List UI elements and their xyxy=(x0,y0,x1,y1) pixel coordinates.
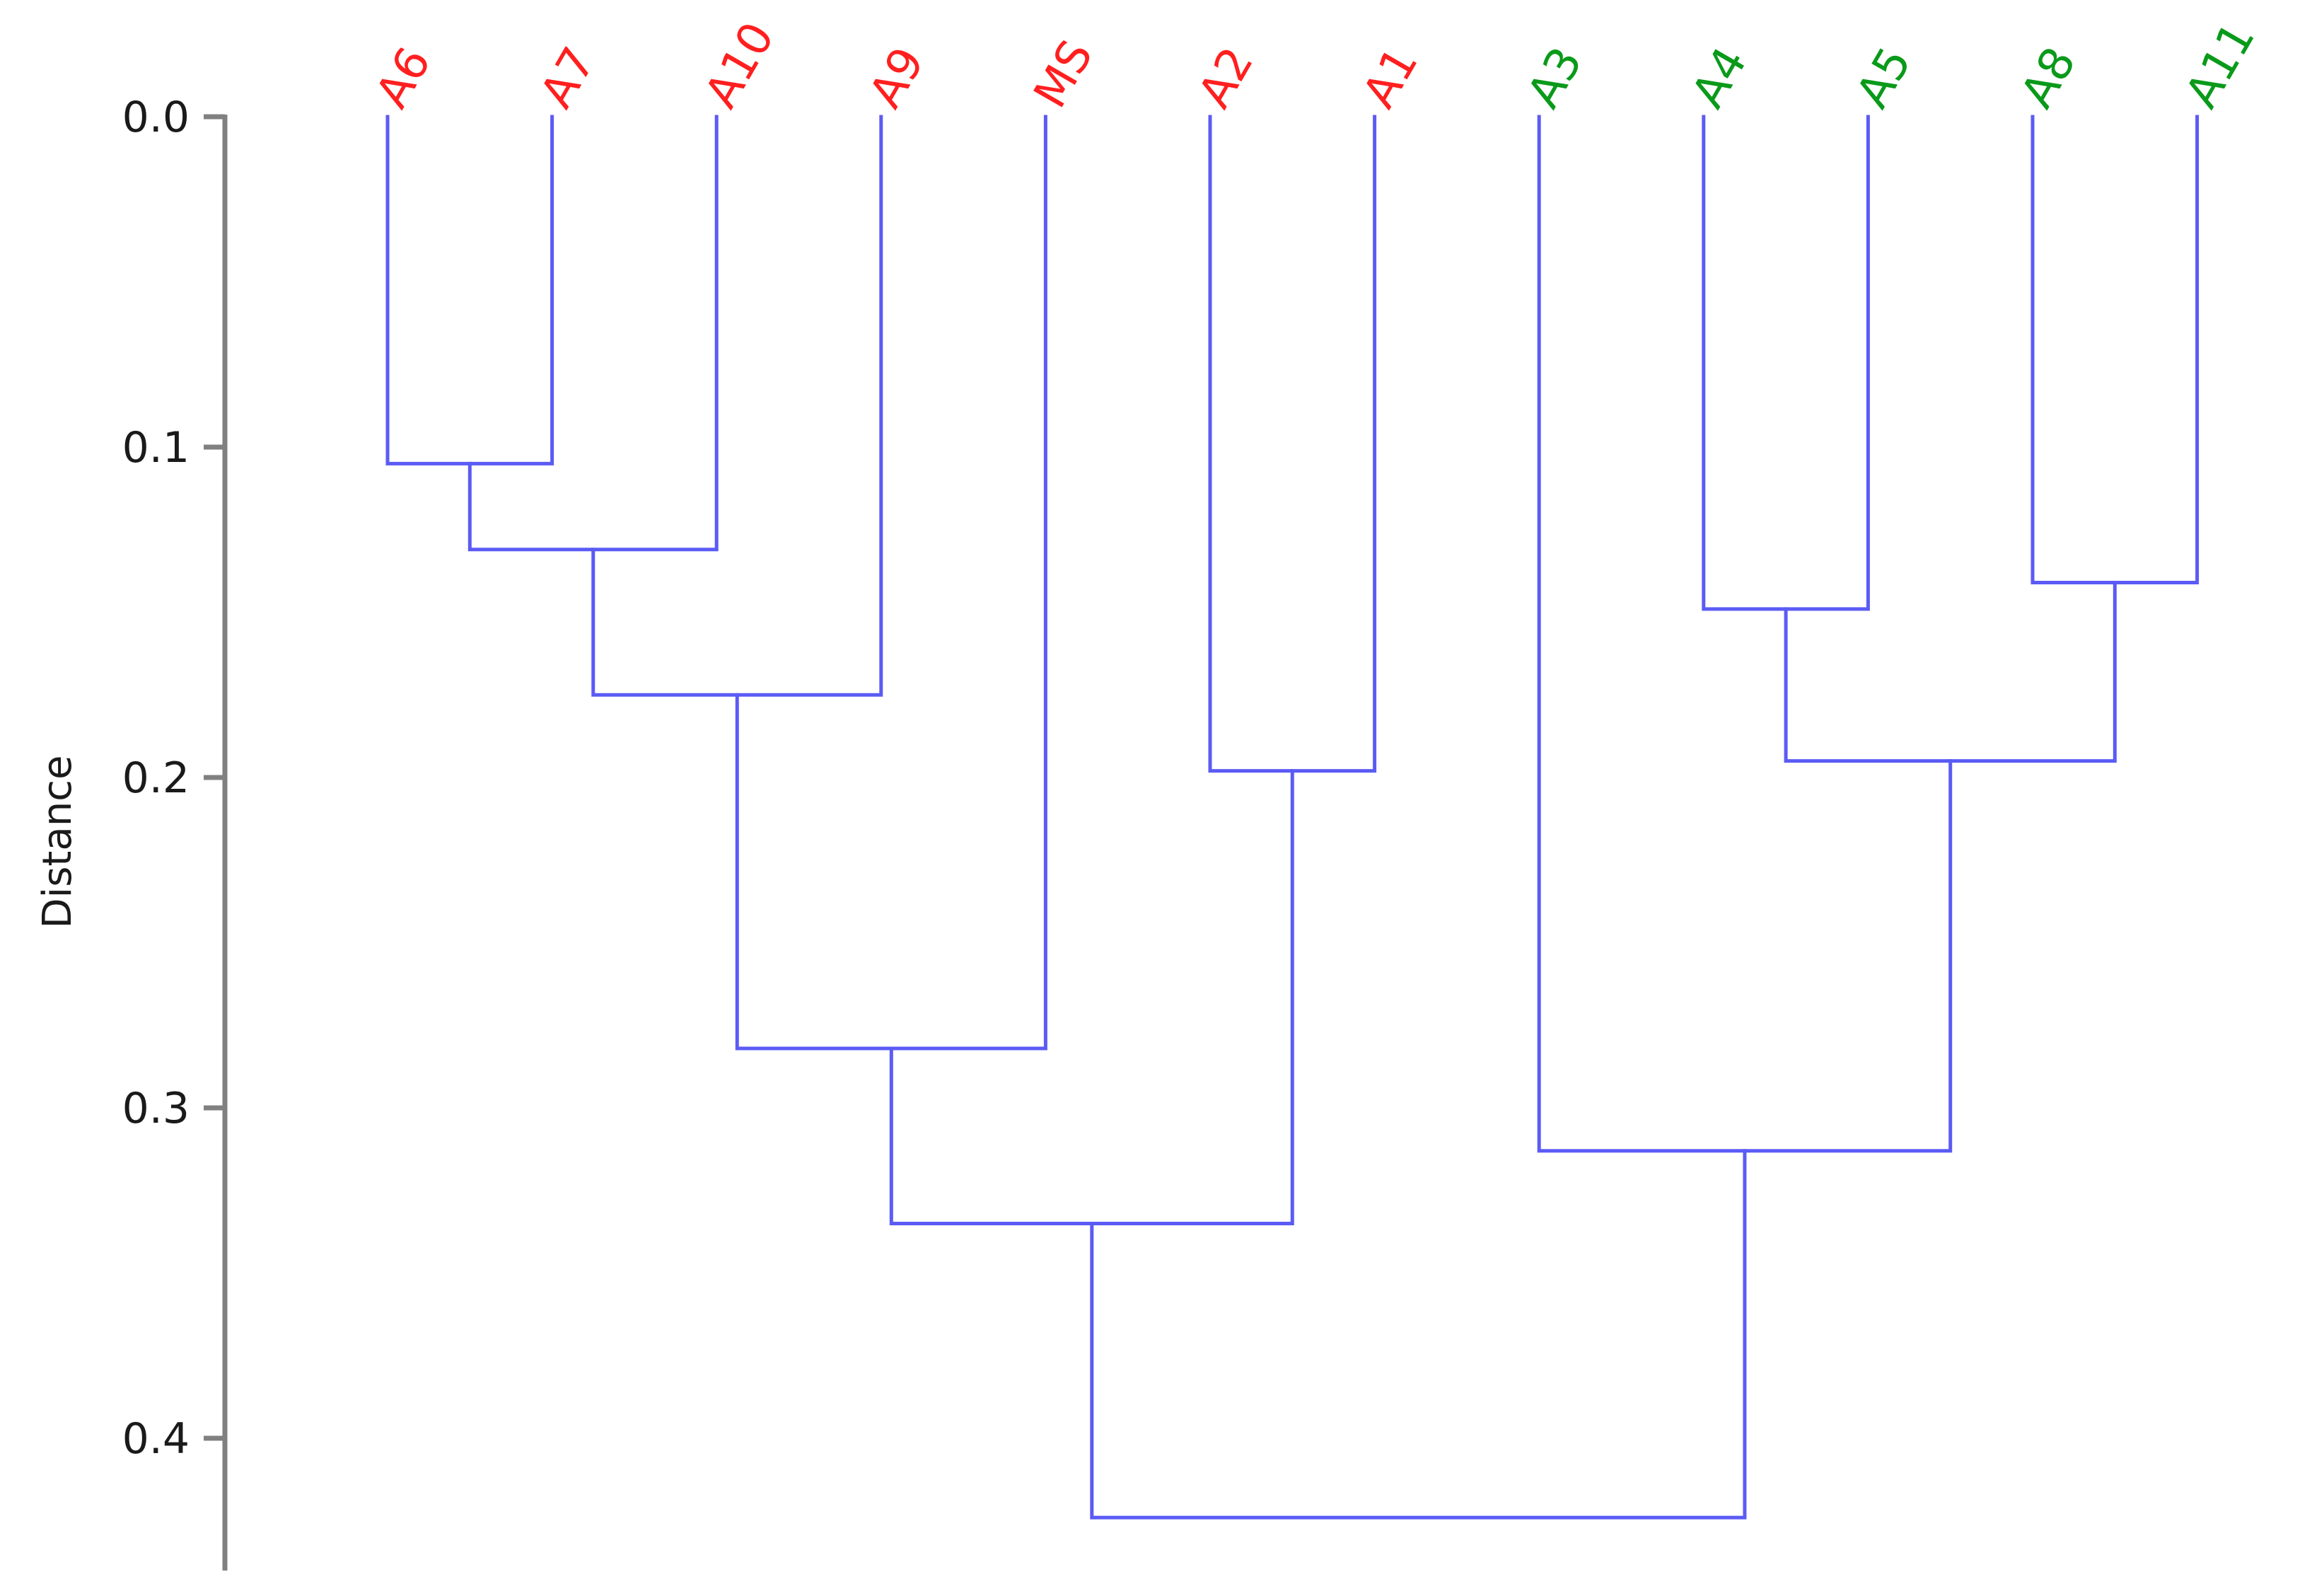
merge-branch-n2 xyxy=(467,115,719,552)
leaf-label-a11: A11 xyxy=(2175,14,2265,117)
merge-branch-n5 xyxy=(1208,115,1377,773)
merge-branch-n4 xyxy=(735,115,1047,1051)
merge-branch-n1 xyxy=(385,115,554,466)
leaf-label-a10: A10 xyxy=(695,14,785,117)
merge-branch-n8 xyxy=(2030,115,2200,584)
merge-branch-n10 xyxy=(1537,115,1953,1153)
merge-branch-n11 xyxy=(1090,1149,1747,1520)
leaf-label-a8: A8 xyxy=(2011,39,2086,117)
y-tick-label: 0.2 xyxy=(122,753,190,803)
y-tick-label: 0.4 xyxy=(122,1414,190,1464)
leaf-label-a2: A2 xyxy=(1189,39,1264,117)
leaf-label-a4: A4 xyxy=(1683,39,1757,117)
y-tick-label: 0.1 xyxy=(122,423,190,473)
leaf-label-a6: A6 xyxy=(366,39,441,117)
leaf-label-a1: A1 xyxy=(1353,39,1428,117)
y-axis-title: Distance xyxy=(35,756,81,929)
dendrogram-branches xyxy=(385,115,2200,1520)
leaf-label-a7: A7 xyxy=(530,39,605,117)
y-axis: Distance 0.0 0.1 0.2 0.3 0.4 xyxy=(35,93,228,1571)
merge-branch-n3 xyxy=(591,115,883,697)
merge-branch-n6 xyxy=(889,769,1294,1225)
y-tick-label: 0.3 xyxy=(122,1084,190,1133)
leaf-labels: A6 A7 A10 A9 MS A2 A1 A3 A4 A5 A8 A11 xyxy=(366,14,2265,117)
merge-branch-n7 xyxy=(1702,115,1870,611)
leaf-label-a5: A5 xyxy=(1847,39,1922,117)
y-tick-label: 0.0 xyxy=(122,93,190,142)
leaf-label-ms: MS xyxy=(1024,32,1103,117)
leaf-label-a3: A3 xyxy=(1518,39,1593,117)
y-axis-ticks: 0.0 0.1 0.2 0.3 0.4 xyxy=(122,93,225,1464)
leaf-label-a9: A9 xyxy=(860,39,935,117)
